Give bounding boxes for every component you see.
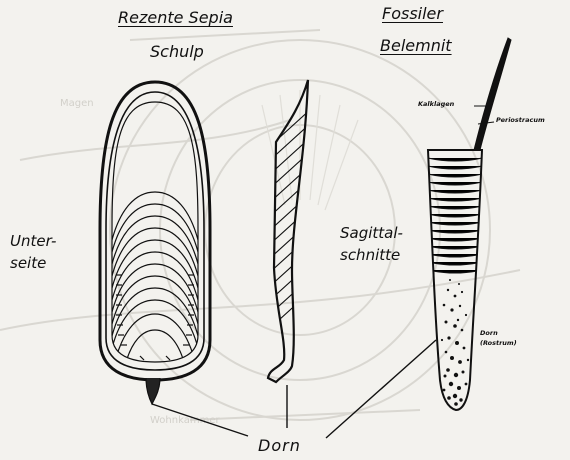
sepia-growth-lines <box>112 192 198 362</box>
label-sagittalschnitte: Sagittal- schnitte <box>340 222 403 266</box>
label-dorn-rostrum: Dorn (Rostrum) <box>480 328 517 348</box>
sepia-spine <box>146 378 160 404</box>
belemnite-rostrum-stipple <box>441 279 469 406</box>
heading-rezente-sepia: Rezente Sepia <box>118 8 233 27</box>
heading-fossiler: Fossiler <box>382 4 443 23</box>
belemnite-septa <box>428 158 482 273</box>
label-unterseite: Unter- seite <box>10 230 56 274</box>
heading-schulp: Schulp <box>150 42 204 61</box>
label-dorn: Dorn <box>258 436 301 455</box>
heading-belemnit: Belemnit <box>380 36 452 55</box>
label-periostracum: Periostracum <box>496 116 545 124</box>
sepia-sagittal-section <box>268 80 308 382</box>
label-kalklagen: Kalklagen <box>418 100 454 108</box>
